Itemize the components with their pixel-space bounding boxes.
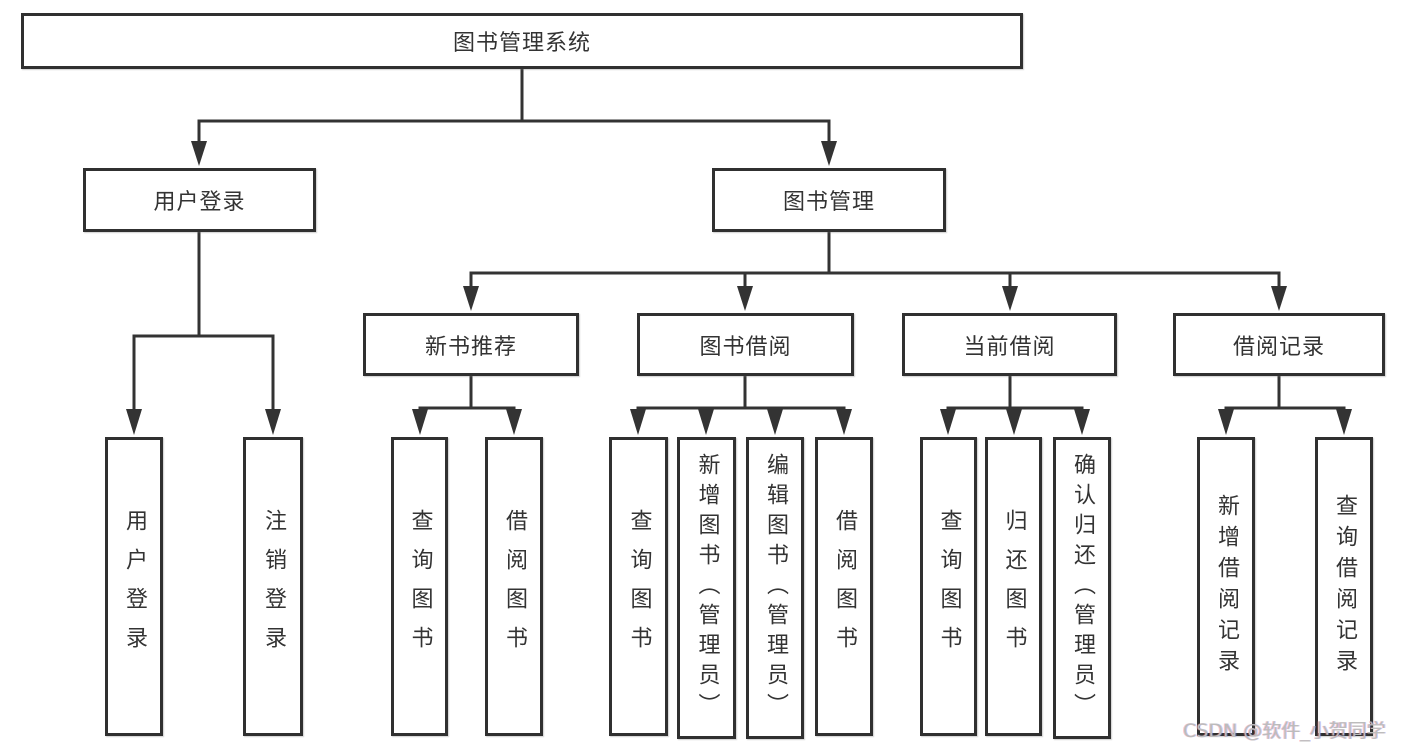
node-current-borrowing-label: 当前借阅 (963, 334, 1056, 360)
node-borrowing-records: 借阅记录 (1173, 313, 1385, 376)
leaf-query-books-borrow: 查询图书 (609, 437, 668, 736)
node-book-borrowing-label: 图书借阅 (699, 334, 792, 360)
leaf-logout-label: 注销登录 (261, 508, 286, 665)
csdn-watermark: CSDN @软件_小贺同学 (1183, 720, 1386, 742)
node-root-label: 图书管理系统 (452, 31, 591, 56)
node-book-management: 图书管理 (712, 168, 946, 232)
leaf-query-books-current-label: 查询图书 (936, 508, 962, 665)
leaf-add-borrow-record: 新增借阅记录 (1197, 437, 1255, 736)
leaf-add-book-admin: 新增图书（管理员） (677, 437, 736, 739)
leaf-query-books-recommend: 查询图书 (391, 437, 448, 736)
leaf-logout: 注销登录 (243, 437, 303, 736)
leaf-confirm-return-admin-label: 确认归还（管理员） (1070, 453, 1095, 723)
leaf-borrow-books: 借阅图书 (815, 437, 873, 736)
leaf-return-books: 归还图书 (985, 437, 1042, 736)
leaf-add-book-admin-label: 新增图书（管理员） (694, 453, 720, 723)
leaf-borrow-books-recommend: 借阅图书 (485, 437, 543, 736)
leaf-add-borrow-record-label: 新增借阅记录 (1214, 493, 1239, 680)
leaf-query-books-borrow-label: 查询图书 (626, 508, 652, 665)
leaf-borrow-books-recommend-label: 借阅图书 (502, 508, 527, 665)
node-user-login-label: 用户登录 (153, 190, 246, 215)
node-new-book-recommendation-label: 新书推荐 (424, 334, 517, 360)
leaf-edit-book-admin-label: 编辑图书（管理员） (763, 453, 788, 723)
arrowheads (126, 141, 1352, 435)
node-user-login: 用户登录 (83, 168, 316, 232)
node-borrowing-records-label: 借阅记录 (1232, 334, 1325, 360)
leaf-query-books-current: 查询图书 (920, 437, 977, 736)
node-new-book-recommendation: 新书推荐 (363, 313, 579, 376)
leaf-query-books-recommend-label: 查询图书 (407, 508, 433, 665)
leaf-confirm-return-admin: 确认归还（管理员） (1053, 437, 1111, 739)
leaf-user-login: 用户登录 (105, 437, 163, 736)
leaf-return-books-label: 归还图书 (1001, 508, 1027, 665)
leaf-query-borrow-record: 查询借阅记录 (1315, 437, 1373, 736)
connector-paths (132, 69, 1346, 414)
leaf-user-login-label: 用户登录 (122, 508, 147, 665)
leaf-borrow-books-label: 借阅图书 (832, 508, 857, 665)
leaf-query-borrow-record-label: 查询借阅记录 (1332, 493, 1357, 680)
leaf-edit-book-admin: 编辑图书（管理员） (746, 437, 804, 739)
node-book-borrowing: 图书借阅 (637, 313, 854, 376)
node-root: 图书管理系统 (21, 13, 1023, 69)
node-current-borrowing: 当前借阅 (902, 313, 1117, 376)
node-book-management-label: 图书管理 (782, 190, 875, 215)
